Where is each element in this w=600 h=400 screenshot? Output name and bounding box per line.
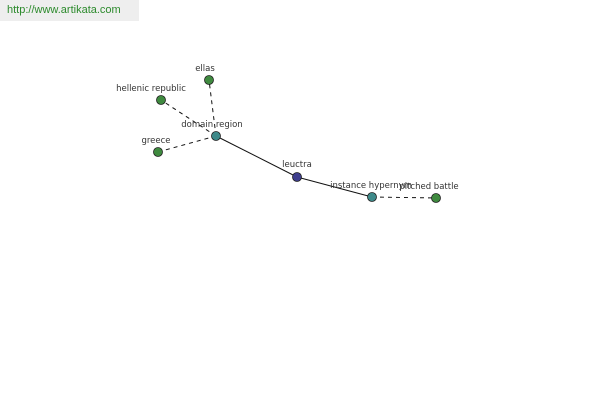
- node-label-hellenic-republic[interactable]: hellenic republic: [116, 84, 186, 94]
- node-leuctra[interactable]: [292, 172, 302, 182]
- source-url-banner[interactable]: http://www.artikata.com: [0, 0, 139, 21]
- edge-domain-region-greece: [157, 135, 217, 153]
- node-pitched-battle[interactable]: [431, 193, 441, 203]
- edge-domain-region-hellenic-republic: [160, 99, 217, 137]
- node-label-ellas[interactable]: ellas: [195, 64, 215, 74]
- node-label-domain-region[interactable]: domain region: [181, 120, 242, 130]
- node-label-instance-hypernym[interactable]: instance hypernym: [330, 181, 412, 191]
- node-domain-region[interactable]: [211, 131, 221, 141]
- edge-instance-hypernym-pitched-battle: [371, 196, 437, 199]
- edge-domain-region-ellas: [208, 79, 217, 137]
- edge-leuctra-instance-hypernym: [296, 176, 373, 198]
- node-label-leuctra[interactable]: leuctra: [282, 160, 312, 170]
- node-greece[interactable]: [153, 147, 163, 157]
- node-ellas[interactable]: [204, 75, 214, 85]
- edge-leuctra-domain-region: [215, 135, 298, 178]
- node-hellenic-republic[interactable]: [156, 95, 166, 105]
- source-url-text[interactable]: http://www.artikata.com: [7, 4, 121, 16]
- node-instance-hypernym[interactable]: [367, 192, 377, 202]
- node-label-pitched-battle[interactable]: pitched battle: [399, 182, 458, 192]
- node-label-greece[interactable]: greece: [141, 136, 170, 146]
